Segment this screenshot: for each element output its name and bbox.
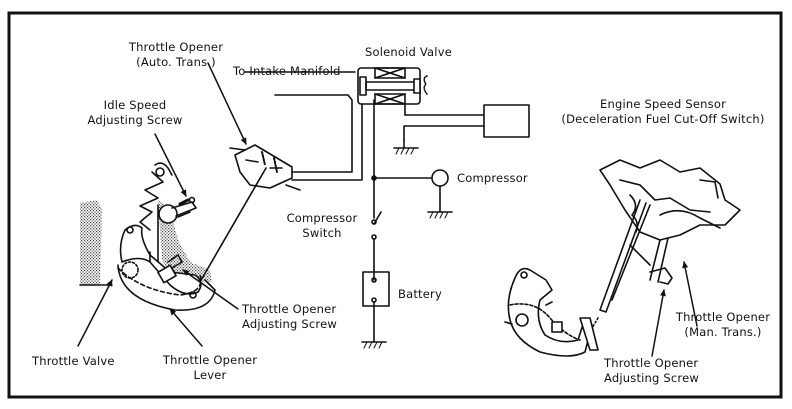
solenoid-valve xyxy=(357,67,428,105)
label-throttle-opener-auto: Throttle Opener (Auto. Trans.) xyxy=(116,40,236,70)
leader-idle-screw xyxy=(154,133,187,197)
label-battery: Battery xyxy=(398,287,442,301)
throttle-opener-auto-diaphragm xyxy=(199,144,301,283)
throttle-body-left xyxy=(79,162,216,311)
label-line: Adjusting Screw xyxy=(604,371,699,385)
label-line: Throttle Opener xyxy=(162,353,258,367)
label-compressor: Compressor xyxy=(457,171,528,185)
label-line: Adjusting Screw xyxy=(87,113,183,127)
electrical-circuit xyxy=(361,99,530,349)
label-throttle-valve: Throttle Valve xyxy=(32,354,115,368)
diagram-frame xyxy=(7,11,783,399)
label-line: Engine Speed Sensor xyxy=(600,97,726,111)
label-line: Throttle Opener xyxy=(242,302,337,316)
throttle-opener-rod xyxy=(199,167,267,283)
label-engine-speed-sensor: Engine Speed Sensor (Deceleration Fuel C… xyxy=(548,97,778,127)
leader-throttle-opener-auto xyxy=(207,62,247,145)
compressor-symbol xyxy=(431,169,449,187)
idle-screw-ball xyxy=(158,204,178,224)
label-line: Compressor xyxy=(286,211,358,225)
compressor-switch-symbol xyxy=(373,211,382,225)
air-filter-icon xyxy=(423,75,428,95)
label-throttle-opener-adj-screw-left: Throttle Opener Adjusting Screw xyxy=(242,302,337,332)
label-line: (Man. Trans.) xyxy=(684,325,762,339)
label-throttle-opener-man: Throttle Opener (Man. Trans.) xyxy=(668,310,778,340)
leader-adj-screw-left xyxy=(182,269,239,310)
throttle-opener-screw-body xyxy=(157,264,177,284)
leader-opener-man xyxy=(682,261,698,327)
label-line: Idle Speed xyxy=(103,98,167,112)
return-spring xyxy=(139,171,164,231)
label-line: Throttle Opener xyxy=(128,40,224,54)
label-line: Throttle Opener xyxy=(675,310,771,324)
label-to-intake-manifold: To Intake Manifold xyxy=(233,64,341,78)
leader-throttle-valve xyxy=(77,279,113,347)
engine-speed-sensor-box xyxy=(483,104,530,138)
leader-adj-screw-right xyxy=(651,289,666,357)
throttle-lever xyxy=(119,224,202,295)
label-line: (Deceleration Fuel Cut-Off Switch) xyxy=(561,112,765,126)
throttle-body-right xyxy=(504,159,741,357)
label-line: Lever xyxy=(193,368,227,382)
label-solenoid-valve: Solenoid Valve xyxy=(365,45,452,59)
label-line: Adjusting Screw xyxy=(242,317,337,331)
label-idle-speed-screw: Idle Speed Adjusting Screw xyxy=(80,98,190,128)
leader-opener-lever xyxy=(169,308,203,347)
label-line: Throttle Opener xyxy=(604,356,699,370)
label-line: Switch xyxy=(302,226,342,240)
label-throttle-opener-lever: Throttle Opener Lever xyxy=(160,353,260,383)
label-line: (Auto. Trans.) xyxy=(136,55,216,69)
label-compressor-switch: Compressor Switch xyxy=(282,211,362,241)
throttle-bore-wall-left xyxy=(80,200,102,285)
label-throttle-opener-adj-screw-right: Throttle Opener Adjusting Screw xyxy=(604,356,699,386)
leader-lines xyxy=(77,62,698,357)
